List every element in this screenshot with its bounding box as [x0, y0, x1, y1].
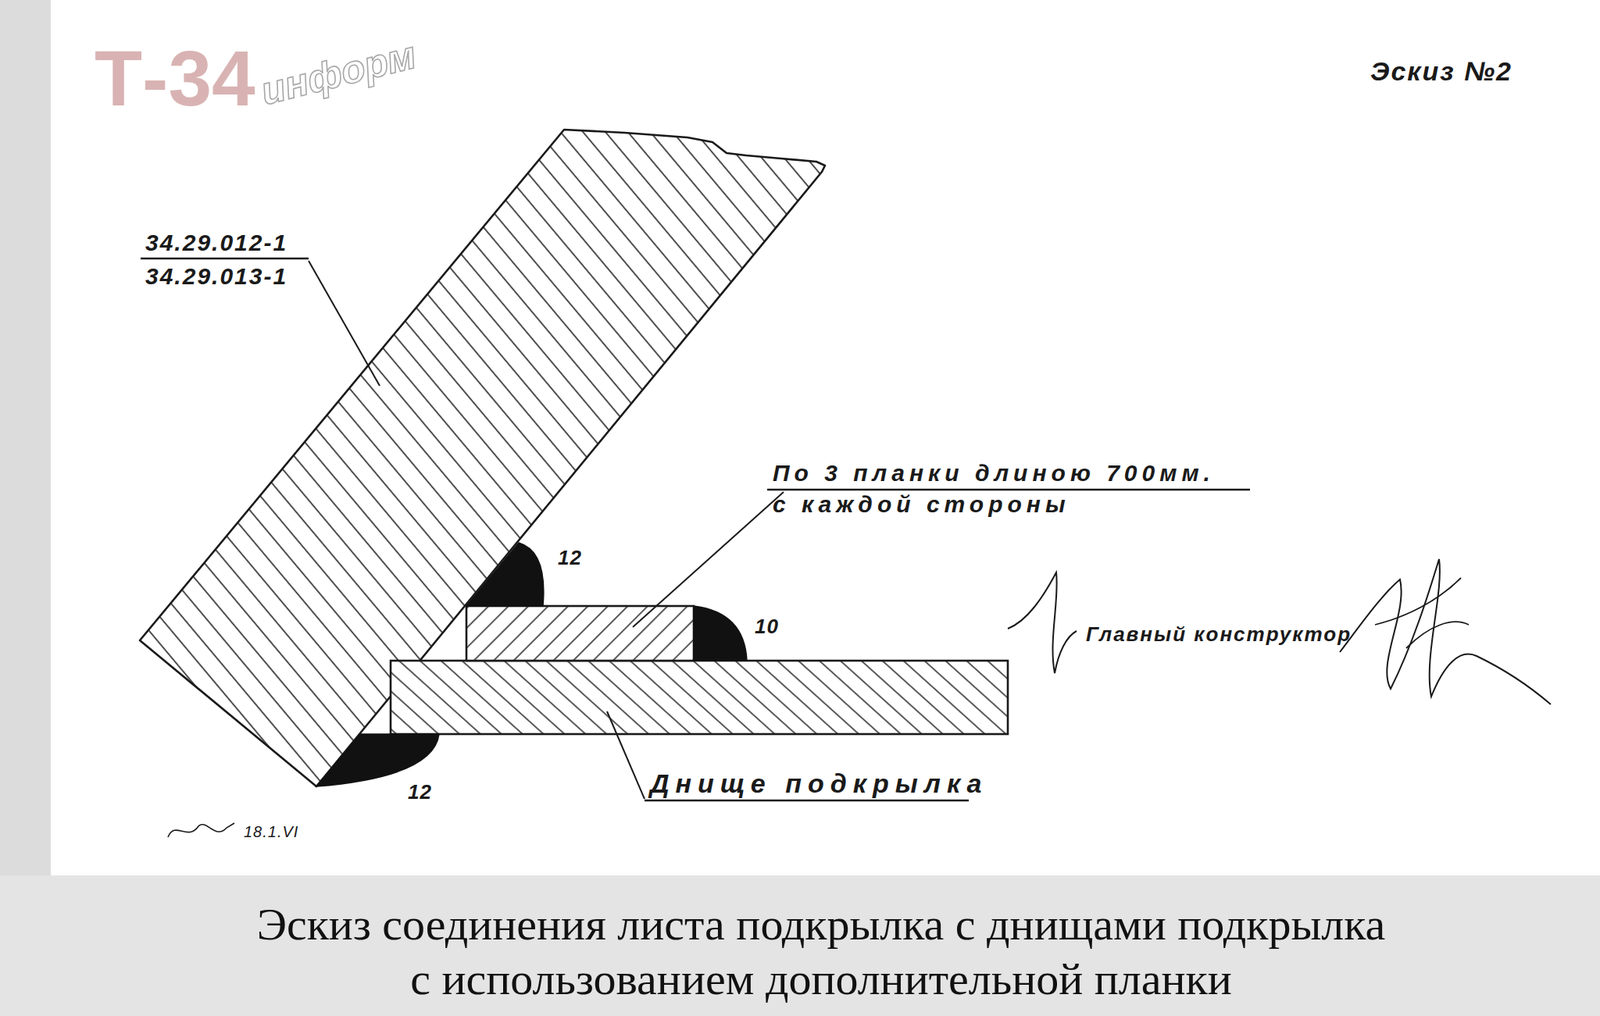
leader-line	[632, 492, 784, 628]
label-underline	[644, 800, 969, 802]
weld-size: 12	[557, 546, 583, 571]
date-note: 18.1.VI	[243, 822, 299, 842]
label-underline	[767, 489, 1250, 491]
caption-band	[0, 875, 1600, 1016]
strip-ground	[466, 606, 694, 661]
weld-bead	[693, 606, 747, 661]
sketch-number: Эскиз №2	[1370, 55, 1513, 88]
signature-scribble	[1007, 572, 1077, 674]
leader-line	[607, 711, 645, 800]
figure-caption: Эскиз соединения листа подкрылка с днища…	[254, 897, 1389, 1008]
part-number: 34.29.013-1	[145, 262, 288, 291]
initials-scribble	[167, 823, 235, 838]
watermark: Т-34	[94, 31, 256, 125]
signature-scribble	[1375, 578, 1469, 649]
weld-size: 12	[407, 780, 433, 805]
weld-bead	[316, 734, 440, 787]
label-underline	[140, 257, 309, 260]
weld-size: 10	[754, 614, 779, 640]
plate-ground	[390, 660, 1008, 735]
signature-scribble	[1339, 559, 1551, 705]
weld-bead	[466, 542, 544, 607]
added-strip	[466, 606, 694, 661]
part-name: Днище подкрылка	[650, 767, 988, 800]
side-band	[0, 0, 51, 876]
part-number: 34.29.012-1	[145, 228, 288, 258]
bottom-plate	[390, 660, 1008, 735]
watermark: информ	[256, 31, 422, 115]
note-text: По 3 планки длиною 700мм. с каждой сторо…	[772, 457, 1220, 521]
leader-line	[308, 260, 380, 386]
signature-title: Главный конструктор	[1085, 622, 1352, 647]
